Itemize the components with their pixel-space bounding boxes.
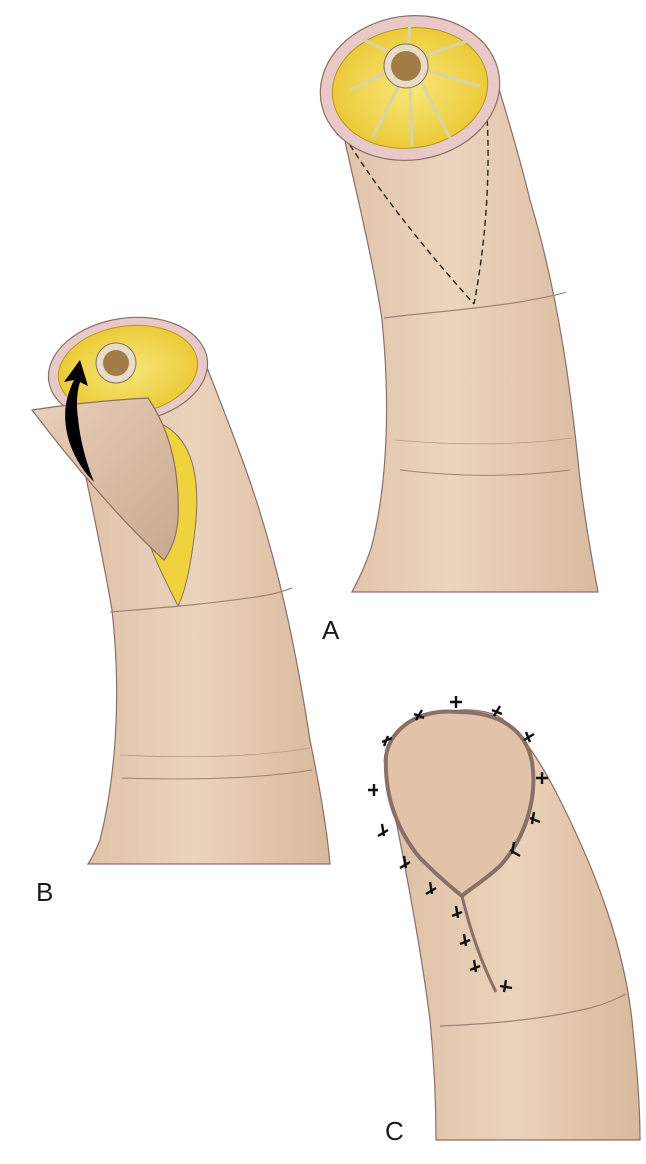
panel-label-a: A: [322, 615, 340, 645]
sutured-finger-c: [368, 696, 641, 1141]
crease-a2: [399, 469, 571, 476]
incision-line: [349, 144, 475, 305]
crease-a1: [383, 291, 567, 319]
crease-a3: [394, 437, 573, 445]
crease-b1: [109, 587, 293, 613]
incision-line-2: [473, 79, 489, 305]
suture-line-inner: [460, 895, 498, 993]
finger-stump-b: [30, 316, 331, 865]
bone-marrow-a: [391, 51, 421, 81]
sutures: [368, 696, 548, 993]
finger-stump-a: [319, 15, 599, 593]
panel-label-b: B: [36, 877, 54, 907]
crease-b2: [121, 769, 313, 780]
panel-label-c: C: [385, 1116, 404, 1146]
crease-b3: [119, 747, 311, 758]
finger-skin-a: [329, 69, 599, 593]
bone-marrow-b: [103, 350, 129, 376]
crease-c1: [439, 993, 627, 1027]
curved-arrow-icon: [64, 360, 94, 482]
